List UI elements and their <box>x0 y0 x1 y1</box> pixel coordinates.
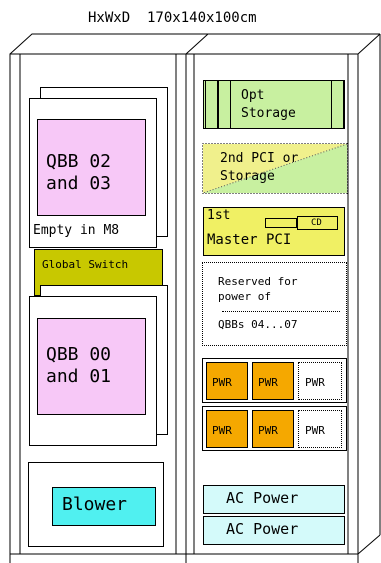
cd-label: CD <box>311 218 322 228</box>
qbb-02-03-label: QBB 02 and 03 <box>46 151 112 194</box>
pwr-unit-2-2 <box>252 410 294 448</box>
pwr-label-1-3: PWR <box>305 376 325 389</box>
opt-storage-label: Opt Storage <box>241 88 296 121</box>
reserved-line1: Reserved for <box>218 275 298 288</box>
pwr-unit-1-2 <box>252 362 294 400</box>
opt-storage-rail-left-2 <box>218 80 231 129</box>
pwr-unit-1-3 <box>298 362 342 400</box>
ac-power-2-label: AC Power <box>226 520 299 538</box>
qbb-02-03-box <box>37 119 146 216</box>
opt-storage-rail-left <box>205 80 218 129</box>
pwr-unit-1-1 <box>206 362 248 400</box>
pwr-label-2-1: PWR <box>212 424 232 437</box>
dimensions-label: HxWxD 170x140x100cm <box>88 10 257 26</box>
reserved-divider <box>222 311 340 312</box>
pwr-unit-2-1 <box>206 410 248 448</box>
pci1-box <box>203 207 345 256</box>
opt-storage-rail-right <box>331 80 344 129</box>
pci2-box <box>202 143 348 194</box>
reserved-box <box>202 262 347 346</box>
global-switch-label: Global Switch <box>42 258 129 271</box>
qbb-00-01-box <box>37 318 146 415</box>
ac-power-1-label: AC Power <box>226 489 299 507</box>
empty-in-m8-label: Empty in M8 <box>33 223 120 238</box>
qbb-00-01-label: QBB 00 and 01 <box>46 344 112 387</box>
ac-power-1-box <box>203 485 345 514</box>
pci2-label: 2nd PCI or Storage <box>220 151 299 184</box>
blower-box <box>52 487 156 526</box>
reserved-line3: QBBs 04...07 <box>218 318 298 331</box>
pwr-label-1-2: PWR <box>258 376 278 389</box>
pci1-top-label: 1st <box>207 208 231 223</box>
pwr-label-2-3: PWR <box>305 424 325 437</box>
reserved-line2: power of <box>218 290 271 303</box>
cd-drive-left <box>265 218 297 228</box>
pwr-label-1-1: PWR <box>212 376 232 389</box>
ac-power-2-box <box>203 516 345 545</box>
pci1-bottom-label: Master PCI <box>207 232 292 248</box>
pwr-unit-2-3 <box>298 410 342 448</box>
pwr-label-2-2: PWR <box>258 424 278 437</box>
blower-label: Blower <box>62 494 128 515</box>
cd-drive-right <box>297 216 338 230</box>
